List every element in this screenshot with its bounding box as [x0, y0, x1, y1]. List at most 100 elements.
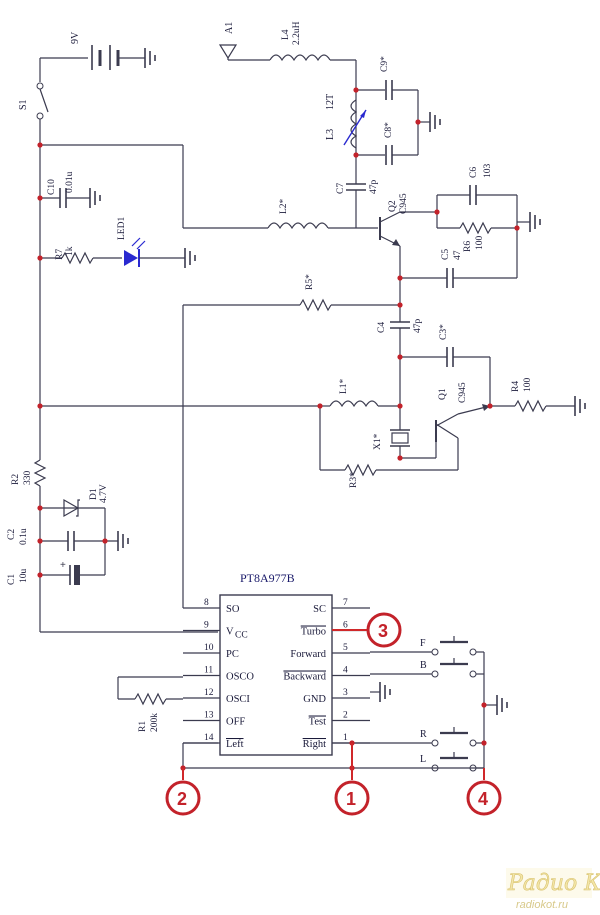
- junction-dots: [37, 87, 520, 771]
- c6-value: 103: [483, 164, 493, 179]
- resistor-r2: R2 330: [11, 459, 47, 632]
- r2-ref: R2: [11, 474, 21, 485]
- resistor-r6: R6 100: [459, 221, 517, 252]
- chip-pin-8: 8SO: [183, 598, 240, 615]
- r1-value: 200k: [150, 713, 160, 732]
- capacitor-c1: + C1 10u: [7, 560, 105, 585]
- c1-ref: C1: [7, 574, 17, 585]
- d1-value: 4.7V: [99, 484, 109, 503]
- pin-label: Backward: [283, 672, 326, 683]
- q1-value: C945: [458, 382, 468, 403]
- ground-r4: [574, 396, 586, 416]
- r4-value: 100: [523, 378, 533, 393]
- pin-number: 8: [204, 598, 209, 608]
- pin-number: 5: [343, 643, 348, 653]
- inductor-l3: L3 12T: [325, 94, 367, 149]
- pin-label: SO: [226, 604, 240, 615]
- crystal-x1: X1*: [373, 406, 436, 459]
- l1-ref: L1*: [339, 378, 349, 394]
- r7-ref: R7: [55, 249, 65, 260]
- capacitor-c2: C2 0.1u: [7, 528, 118, 551]
- marker-4: 4: [466, 780, 502, 816]
- ground-c10: [89, 188, 101, 208]
- c10-ref: C10: [47, 179, 57, 195]
- l3-ref: L3: [325, 129, 336, 140]
- pushbutton-b: B: [370, 658, 484, 678]
- r2-value: 330: [23, 471, 33, 486]
- transistor-q1: Q1 C945: [435, 382, 491, 470]
- c7-ref: C7: [336, 183, 346, 194]
- pin-label: Forward: [290, 649, 326, 660]
- c4-ref: C4: [377, 322, 387, 333]
- svg-text:radiokot.ru: radiokot.ru: [516, 899, 568, 911]
- pin-number: 7: [343, 598, 348, 608]
- pin-number: 12: [204, 688, 214, 698]
- resistor-r7: R7 1k: [40, 246, 122, 265]
- switch-label: S1: [18, 99, 29, 110]
- svg-text:3: 3: [378, 621, 388, 641]
- marker-1: 1: [334, 780, 370, 816]
- resistor-r4: R4 100: [490, 378, 575, 413]
- q1-ref: Q1: [438, 388, 448, 400]
- c1-value: 10u: [19, 569, 29, 584]
- battery: 9V: [39, 31, 145, 82]
- pin-label: Turbo: [301, 627, 326, 638]
- l4-ref: L4: [281, 29, 291, 40]
- resistor-r1: R1 200k: [117, 676, 183, 732]
- led1-ref: LED1: [117, 217, 127, 240]
- svg-text:1: 1: [346, 789, 356, 809]
- watermark-logo: Радио КОТ radiokot.ru: [506, 868, 600, 911]
- q2-value: C945: [399, 193, 409, 214]
- pin-number: 10: [204, 643, 214, 653]
- pin-label: OSCI: [226, 694, 250, 705]
- r4-ref: R4: [511, 381, 521, 392]
- pin-number: 6: [343, 621, 348, 631]
- pushbuttons: FB R L: [370, 636, 484, 772]
- led1: LED1: [117, 217, 185, 267]
- c9-ref: C9*: [380, 56, 390, 72]
- l4-value: 2.2uH: [292, 21, 302, 45]
- pin-label: Test: [309, 717, 326, 728]
- capacitor-c4: C4 47p: [377, 305, 423, 406]
- c5-ref: C5: [441, 249, 451, 260]
- button-label: F: [420, 638, 426, 649]
- ground-led: [184, 248, 196, 268]
- r6-value: 100: [475, 236, 485, 251]
- marker-3: 3: [366, 612, 402, 648]
- pin-number: 1: [343, 733, 348, 743]
- button-label: R: [420, 729, 427, 740]
- capacitor-c8: C8*: [384, 122, 418, 165]
- inductor-l4: L4 2.2uH: [269, 21, 357, 172]
- chip-pin-7: 7SC: [313, 598, 370, 615]
- x1-ref: X1*: [373, 433, 383, 450]
- transistor-q2: Q2 C945: [379, 193, 430, 305]
- antenna-a1: A1: [218, 22, 270, 61]
- svg-text:+: +: [60, 560, 66, 571]
- pin-label: SC: [313, 604, 326, 615]
- pin-label: Right: [303, 739, 326, 750]
- capacitor-c6: C6 103: [469, 164, 517, 205]
- pin-label: V: [226, 627, 234, 638]
- q2-ref: Q2: [388, 200, 398, 212]
- antenna-label: A1: [224, 22, 235, 34]
- c3-ref: C3*: [439, 324, 449, 340]
- chip-name: PT8A977B: [240, 571, 295, 585]
- pin-number: 3: [343, 688, 348, 698]
- c8-ref: C8*: [384, 122, 394, 138]
- pin-label-sub: CC: [235, 631, 248, 641]
- r5-ref: R5*: [305, 274, 315, 290]
- c5-value: 47: [453, 250, 463, 260]
- button-label: L: [420, 754, 426, 765]
- pin-number: 2: [343, 711, 348, 721]
- c7-value: 47p: [369, 180, 379, 195]
- pin-label: PC: [226, 649, 239, 660]
